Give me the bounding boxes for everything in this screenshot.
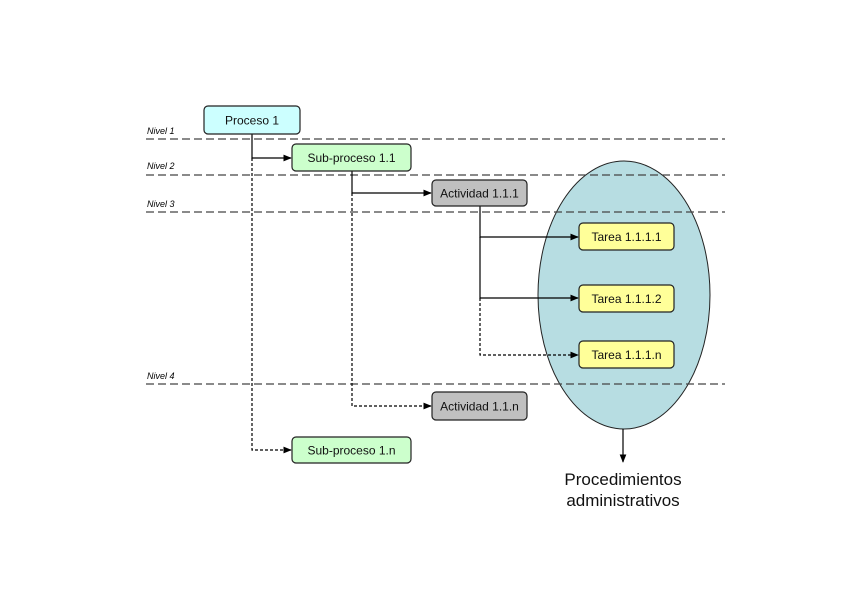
node-box: [578, 222, 675, 251]
level-label-2: Nivel 2: [147, 161, 175, 171]
node-label: Proceso 1: [225, 114, 279, 128]
level-lines: [146, 138, 725, 385]
node-box: [578, 340, 675, 369]
node-label: Sub-proceso 1.n: [307, 444, 395, 458]
connector-subproceso-to-actividad-n: [351, 193, 432, 410]
node-tarea-1-1-1-1[interactable]: Tarea 1.1.1.1: [578, 222, 675, 251]
node-label: Tarea 1.1.1.n: [591, 348, 661, 362]
connector-subproceso-to-actividad-1: [351, 171, 432, 197]
level-label-3: Nivel 3: [147, 199, 175, 209]
node-subproceso-1-1[interactable]: Sub-proceso 1.1: [291, 143, 412, 172]
group-caption-line-2: administrativos: [566, 491, 679, 510]
connector-proceso-to-subproceso-n: [251, 158, 292, 454]
node-label: Actividad 1.1.1: [440, 187, 519, 201]
node-box: [291, 143, 412, 172]
node-actividad-1-1-n[interactable]: Actividad 1.1.n: [431, 391, 528, 421]
node-label: Actividad 1.1.n: [440, 400, 519, 414]
node-box: [578, 284, 675, 313]
node-tarea-1-1-1-2[interactable]: Tarea 1.1.1.2: [578, 284, 675, 313]
level-label-4: Nivel 4: [147, 371, 175, 381]
level-label-1: Nivel 1: [147, 126, 175, 136]
node-box: [203, 105, 301, 135]
node-label: Tarea 1.1.1.2: [591, 292, 661, 306]
connector-actividad-to-tarea-n: [479, 298, 579, 359]
node-label: Sub-proceso 1.1: [307, 151, 395, 165]
node-actividad-1-1-1[interactable]: Actividad 1.1.1: [431, 179, 528, 207]
group-caption-line-1: Procedimientos: [564, 470, 681, 489]
node-tarea-1-1-1-n[interactable]: Tarea 1.1.1.n: [578, 340, 675, 369]
node-box: [431, 179, 528, 207]
node-box: [291, 436, 412, 464]
node-box: [431, 391, 528, 421]
node-subproceso-1-n[interactable]: Sub-proceso 1.n: [291, 436, 412, 464]
node-label: Tarea 1.1.1.1: [591, 230, 661, 244]
connector-proceso-to-subproceso-1: [251, 134, 292, 162]
node-proceso-1[interactable]: Proceso 1: [203, 105, 301, 135]
